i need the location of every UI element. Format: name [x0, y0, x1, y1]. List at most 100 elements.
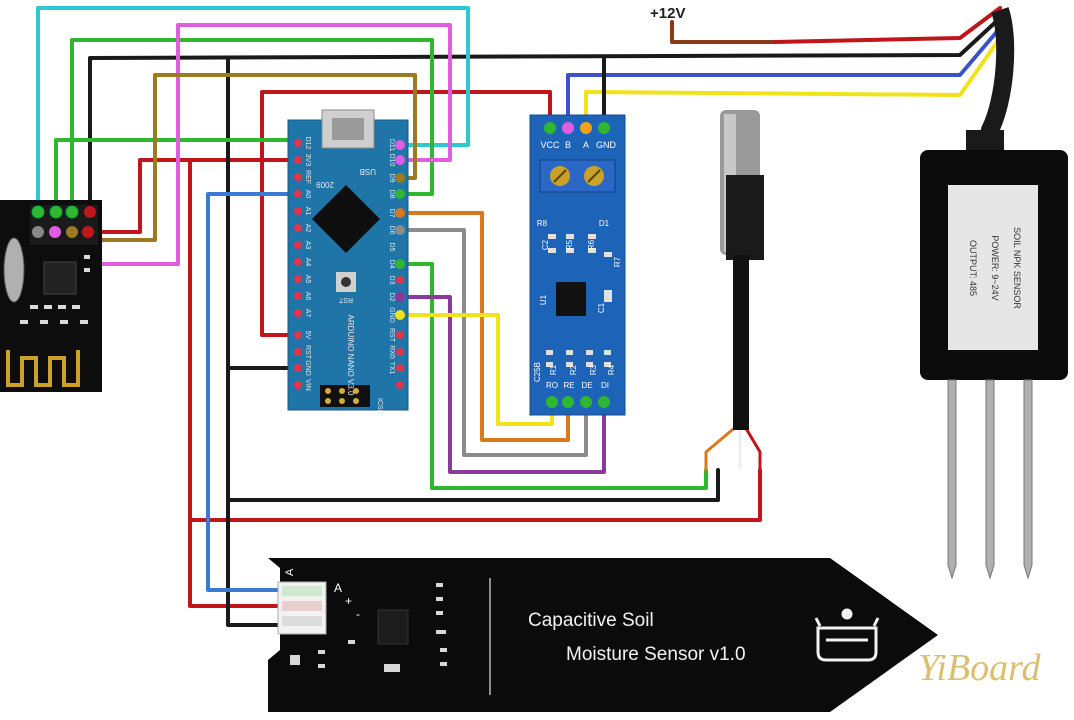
wire-moisture-vcc [188, 518, 282, 608]
probe-cable [733, 255, 749, 430]
arduino-pin-label: RST [388, 328, 395, 343]
wire-12v [670, 20, 777, 44]
moisture-sensor-board [268, 558, 938, 712]
nrf24-smd-parts [20, 255, 90, 324]
rs485-part-label: R4 [607, 364, 616, 375]
wire-nrf-vcc [86, 158, 300, 234]
arduino-pin-label: A2 [304, 224, 311, 233]
rs485-part-label: R6 [587, 239, 596, 250]
wire-orange [398, 211, 570, 442]
arduino-pin-label: D12 [304, 137, 311, 150]
moisture-pin-labels: A+- [334, 581, 360, 621]
wire-olive [70, 73, 417, 242]
rs485-part-label: R8 [537, 219, 548, 228]
arduino-pin-label: A4 [304, 258, 311, 267]
npk-label-panel [948, 185, 1038, 350]
arduino-pin-label: A6 [304, 292, 311, 301]
arduino-chip [312, 185, 380, 253]
npk-label-line1: SOIL NPK SENSOR [1012, 227, 1022, 309]
arduino-pin-label: RST [304, 345, 311, 360]
arduino-pin-label: D6 [388, 226, 395, 235]
arduino-pin-label: A1 [304, 207, 311, 216]
rs485-pin-label: B [565, 140, 571, 150]
moisture-pin-label: + [345, 594, 352, 608]
npk-label-line3: OUTPUT: 485 [968, 240, 978, 296]
rs485-pin-label: RO [546, 381, 558, 390]
rs485-pin-label: DI [601, 381, 609, 390]
wire-npk-black [88, 16, 1002, 212]
arduino-pin-label: TX1 [388, 362, 395, 375]
arduino-pin-label: 5V [304, 331, 311, 340]
rs485-part-label: R5 [565, 239, 574, 250]
rs485-part-label: U1 [539, 294, 548, 305]
arduino-usb-label: USB [360, 167, 376, 176]
moisture-title-line2: Moisture Sensor v1.0 [566, 644, 746, 665]
moisture-title-line1: Capacitive Soil [528, 610, 654, 631]
arduino-pin-label: GND [388, 307, 395, 323]
rs485-bottom-pins [546, 396, 610, 408]
arduino-pin-label: RX0 [388, 345, 395, 359]
wire-cyan [36, 6, 470, 212]
nrf24-antenna [6, 350, 80, 387]
rs485-part-label: R2 [569, 364, 578, 375]
rs485-part-label: C2 [541, 239, 550, 250]
ds18-lead-orange [704, 423, 740, 472]
probe-sleeve [726, 175, 764, 260]
wire-npk-yellow [584, 36, 1002, 130]
moisture-smd-parts [290, 583, 447, 672]
npk-label-line2: POWER: 9~24V [990, 235, 1000, 300]
rs485-pin-label: GND [596, 140, 617, 150]
arduino-pin-label: D11 [388, 139, 395, 151]
arduino-pin-label: D5 [388, 243, 395, 252]
arduino-pin-label: D4 [388, 260, 395, 269]
arduino-board-name: ARDUINO NANO V3.0 [346, 315, 355, 396]
wire-gray [398, 228, 588, 457]
ds18-lead-red [742, 423, 762, 472]
arduino-pin-label: D10 [388, 154, 395, 167]
temperature-probe [720, 110, 764, 430]
rs485-top-pins [544, 122, 610, 134]
wire-green-ds18 [398, 262, 708, 490]
rs485-pin-label: VCC [540, 140, 560, 150]
power-label: +12V [650, 5, 685, 22]
rs485-pin-label: RE [563, 381, 574, 390]
wire-npk-red [773, 6, 1002, 44]
arduino-pin-label: GND [304, 360, 311, 376]
arduino-pin-label: VIN [304, 379, 311, 391]
arduino-year: 2009 [316, 180, 334, 189]
arduino-left-pins [294, 139, 302, 389]
arduino-right-pins [395, 140, 405, 389]
wire-yellow-ro [398, 313, 554, 426]
arduino-pin-label: D7 [388, 209, 395, 218]
arduino-board [287, 119, 409, 411]
wire-green-nrf-1 [54, 138, 300, 212]
wire-gnd-main [226, 56, 282, 627]
npk-cable [976, 7, 1015, 162]
arduino-pin-label: D3 [388, 276, 395, 285]
wire-purple [398, 295, 606, 474]
npk-sensor: SOIL NPK SENSOR POWER: 9~24V OUTPUT: 485 [920, 7, 1068, 580]
nrf24-chip [43, 261, 77, 295]
rs485-pin-label: A [583, 140, 589, 150]
moisture-pin-label: A [334, 581, 342, 595]
rs485-part-label: R1 [549, 364, 558, 375]
dfrobot-logo-icon [814, 608, 880, 662]
moisture-pin-label: - [356, 607, 360, 621]
rs485-smd-parts [546, 234, 612, 367]
arduino-pin-label: D8 [388, 190, 395, 199]
watermark-logo: YiBoard [918, 647, 1041, 689]
rs485-part-label: D1 [599, 219, 610, 228]
arduino-rst-label: RST [338, 296, 353, 303]
arduino-pin-label: D9 [388, 174, 395, 183]
arduino-pin-label: A0 [304, 190, 311, 199]
arduino-pin-label: 3V3 [304, 154, 311, 167]
arduino-icsp-label: ICSP [376, 398, 383, 415]
rs485-part-label: C1 [597, 302, 606, 313]
arduino-nano: USB 2009 RST ARDUINO NANO V3.0 ICSP D12 3… [287, 109, 409, 415]
